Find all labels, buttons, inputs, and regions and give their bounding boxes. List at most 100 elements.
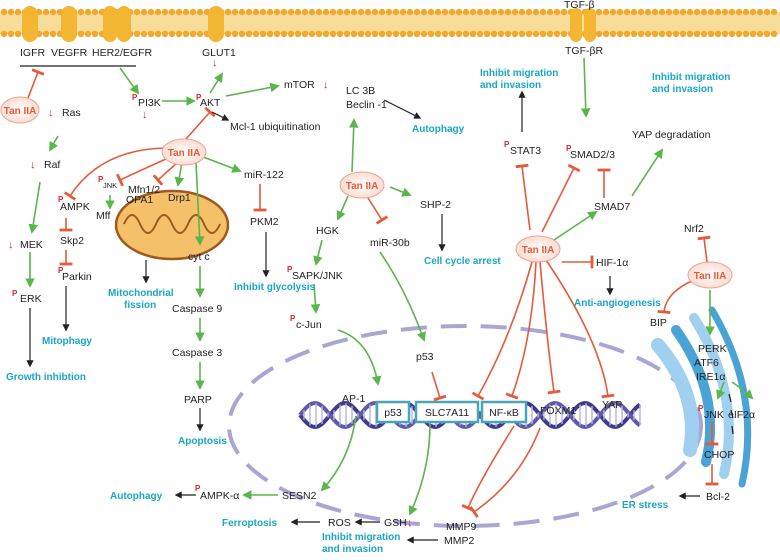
dna-strand-2 bbox=[298, 401, 642, 429]
lipid-head bbox=[77, 8, 85, 16]
lipid-head bbox=[504, 8, 512, 16]
outcome-angio: Anti-angiogenesis bbox=[574, 298, 661, 309]
lipid-head bbox=[728, 30, 736, 38]
edge-ap1-sesn2 bbox=[320, 415, 357, 492]
label-mff: Mff bbox=[96, 210, 110, 222]
edge-akt-glut1 bbox=[209, 72, 224, 94]
edge-tan-smad7 bbox=[553, 210, 598, 241]
lipid-head bbox=[511, 30, 519, 38]
label-perk: PERK bbox=[698, 343, 727, 355]
tan-iia-ellipse-5 bbox=[687, 261, 733, 289]
edge-tan-shp2 bbox=[389, 186, 412, 197]
edge-tan-bip bbox=[657, 279, 695, 315]
lipid-head bbox=[434, 8, 442, 16]
lipid-head bbox=[343, 8, 351, 16]
label-casp9: Caspase 9 bbox=[172, 303, 222, 315]
lipid-head bbox=[770, 30, 778, 38]
lipid-head bbox=[763, 30, 771, 38]
outcome-cellcycle: Cell cycle arrest bbox=[424, 256, 501, 267]
phospho-mark-akt: P bbox=[196, 93, 202, 102]
outcome-fission-1: Mitochondrial bbox=[108, 288, 174, 299]
down-arrow-raf: ↓ bbox=[30, 159, 36, 171]
lipid-head bbox=[476, 8, 484, 16]
lipid-head bbox=[413, 30, 421, 38]
lipid-head bbox=[224, 30, 232, 38]
lipid-head bbox=[392, 30, 400, 38]
lipid-head bbox=[371, 30, 379, 38]
lipid-head bbox=[518, 8, 526, 16]
lipid-head bbox=[462, 8, 470, 16]
lipid-head bbox=[420, 30, 428, 38]
lipid-head bbox=[553, 8, 561, 16]
label-eif2a: eIF2α bbox=[728, 409, 755, 421]
lipid-head bbox=[714, 8, 722, 16]
label-ire1a: IRE1α bbox=[696, 371, 725, 383]
label-mek: MEK bbox=[20, 239, 43, 251]
edge-cjun-ap1 bbox=[337, 329, 382, 386]
lipid-head bbox=[378, 8, 386, 16]
label-ampka: AMPK-α bbox=[200, 490, 239, 502]
lipid-head bbox=[196, 8, 204, 16]
lipid-head bbox=[630, 8, 638, 16]
lipid-head bbox=[714, 30, 722, 38]
label-cjun: c-Jun bbox=[296, 319, 322, 331]
lipid-head bbox=[161, 8, 169, 16]
lipid-head bbox=[357, 8, 365, 16]
lipid-head bbox=[84, 30, 92, 38]
lipid-head bbox=[77, 30, 85, 38]
lipid-head bbox=[462, 30, 470, 38]
lipid-head bbox=[693, 30, 701, 38]
lipid-head bbox=[504, 30, 512, 38]
lipid-head bbox=[133, 8, 141, 16]
edge-akt-mtor bbox=[225, 82, 280, 97]
lipid-head bbox=[490, 8, 498, 16]
lipid-head bbox=[259, 30, 267, 38]
lipid-head bbox=[154, 8, 162, 16]
label-mir122: miR-122 bbox=[244, 169, 284, 181]
lipid-head bbox=[518, 30, 526, 38]
lipid-head bbox=[441, 30, 449, 38]
edge-nfkb-mmp bbox=[461, 425, 515, 512]
outcome-migration-bottom-1: Inhibit migration bbox=[322, 532, 400, 543]
edge-p53-slc7a11 bbox=[431, 371, 447, 402]
lipid-head bbox=[742, 30, 750, 38]
label-shp2: SHP-2 bbox=[420, 199, 451, 211]
outcome-migration-right-2: and invasion bbox=[652, 84, 713, 95]
lipid-head bbox=[91, 8, 99, 16]
lipid-head bbox=[623, 30, 631, 38]
lipid-head bbox=[161, 30, 169, 38]
lipid-head bbox=[364, 30, 372, 38]
lipid-head bbox=[651, 30, 659, 38]
lipid-head bbox=[49, 8, 57, 16]
lipid-head bbox=[273, 30, 281, 38]
edge-tan-lc3b bbox=[348, 118, 359, 173]
lipid-head bbox=[455, 30, 463, 38]
lipid-head bbox=[308, 8, 316, 16]
label-ap1: AP-1 bbox=[342, 393, 366, 405]
inhibition-edges bbox=[27, 68, 719, 519]
edge-raf-mek bbox=[28, 181, 41, 234]
lipid-head bbox=[679, 8, 687, 16]
outcome-migration-bottom-2: and invasion bbox=[322, 544, 383, 555]
dna-box-nfkb bbox=[480, 400, 528, 424]
edge-tan-mfn bbox=[152, 161, 179, 186]
dna-box-slc7a11 bbox=[414, 400, 480, 424]
edge-tan-yap bbox=[545, 259, 615, 399]
outcome-edges bbox=[20, 65, 700, 544]
lipid-head bbox=[91, 30, 99, 38]
outcome-autophagy-bottom: Autophagy bbox=[110, 491, 163, 502]
phospho-mark-ampk: P bbox=[58, 195, 64, 204]
edge-tan-nuclear bbox=[471, 261, 533, 401]
lipid-head bbox=[245, 8, 253, 16]
lipid-head bbox=[658, 30, 666, 38]
lipid-head bbox=[539, 8, 547, 16]
label-tgfb: TGF-β bbox=[564, 0, 595, 11]
lipid-head bbox=[749, 8, 757, 16]
lipid-head bbox=[651, 8, 659, 16]
lipid-head bbox=[553, 30, 561, 38]
lipid-head bbox=[280, 30, 288, 38]
lipid-head bbox=[700, 30, 708, 38]
tan-iia-3-label: Tan IIA bbox=[346, 181, 379, 192]
lipid-head bbox=[168, 8, 176, 16]
lipid-head bbox=[287, 8, 295, 16]
